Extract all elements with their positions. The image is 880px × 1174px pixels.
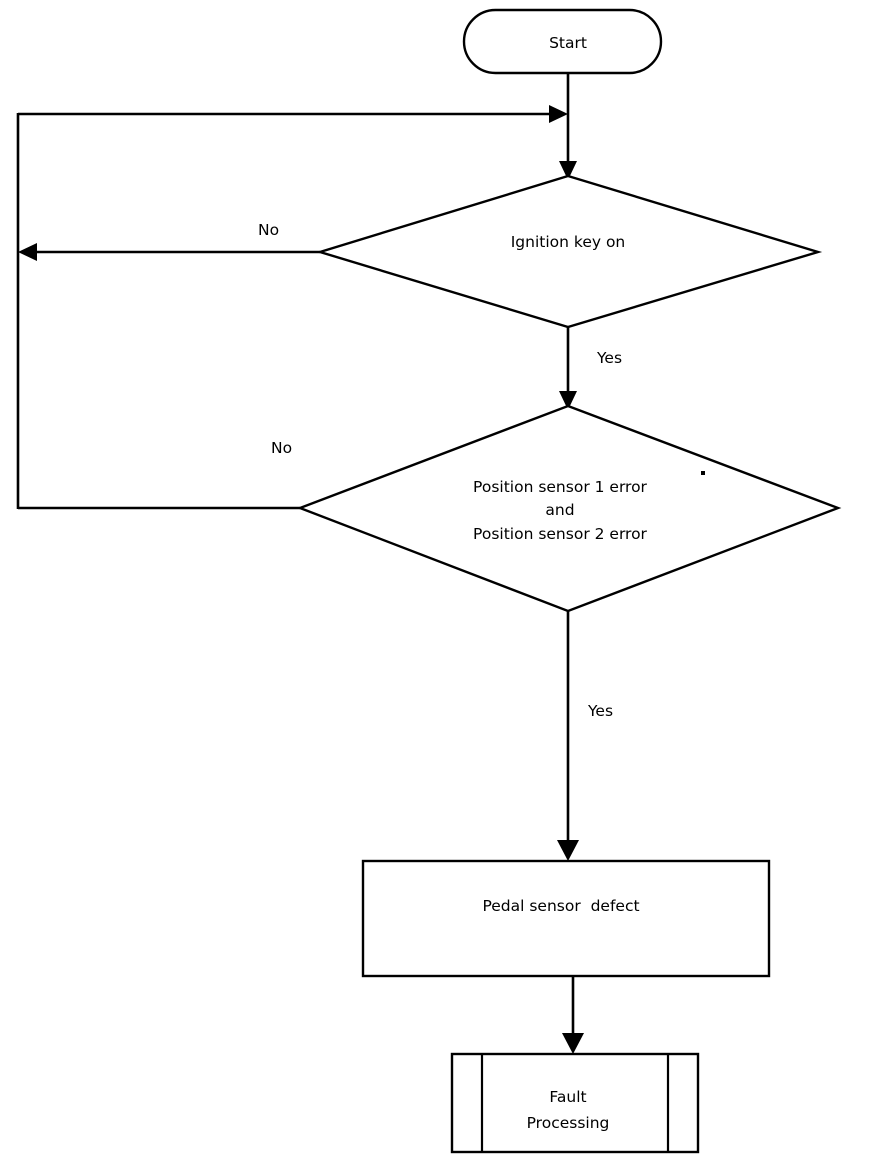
edge-label-ignition-yes: Yes [596,349,622,367]
stray-dot-artifact [701,471,705,475]
edge-start-to-ignition [559,73,577,180]
edge-ignition-yes [559,325,577,410]
node-pedal-defect-shape[interactable] [361,859,771,978]
edge-defect-to-fault-processing [562,976,584,1054]
node-fault-processing-label-line2: Processing [527,1114,610,1132]
node-start-label: Start [549,34,587,52]
edge-ignition-no [18,243,320,261]
node-pedal-defect-label: Pedal sensor defect [482,897,639,915]
node-fault-processing-shape[interactable] [450,1052,700,1154]
node-sensors-label-line2: and [545,501,574,519]
node-start-shape[interactable] [462,8,663,75]
edge-loop-return-to-ignition [18,105,568,123]
edge-sensors-yes [557,610,579,861]
node-sensors-shape[interactable] [296,404,842,613]
edge-label-sensors-no: No [271,439,292,457]
node-ignition-shape[interactable] [315,174,823,329]
edge-label-ignition-no: No [258,221,279,239]
node-sensors-label-line3: Position sensor 2 error [473,525,648,543]
node-sensors-label-line1: Position sensor 1 error [473,478,648,496]
node-fault-processing-label-line1: Fault [549,1088,586,1106]
edge-label-sensors-yes: Yes [587,702,613,720]
node-ignition-label: Ignition key on [511,233,626,251]
